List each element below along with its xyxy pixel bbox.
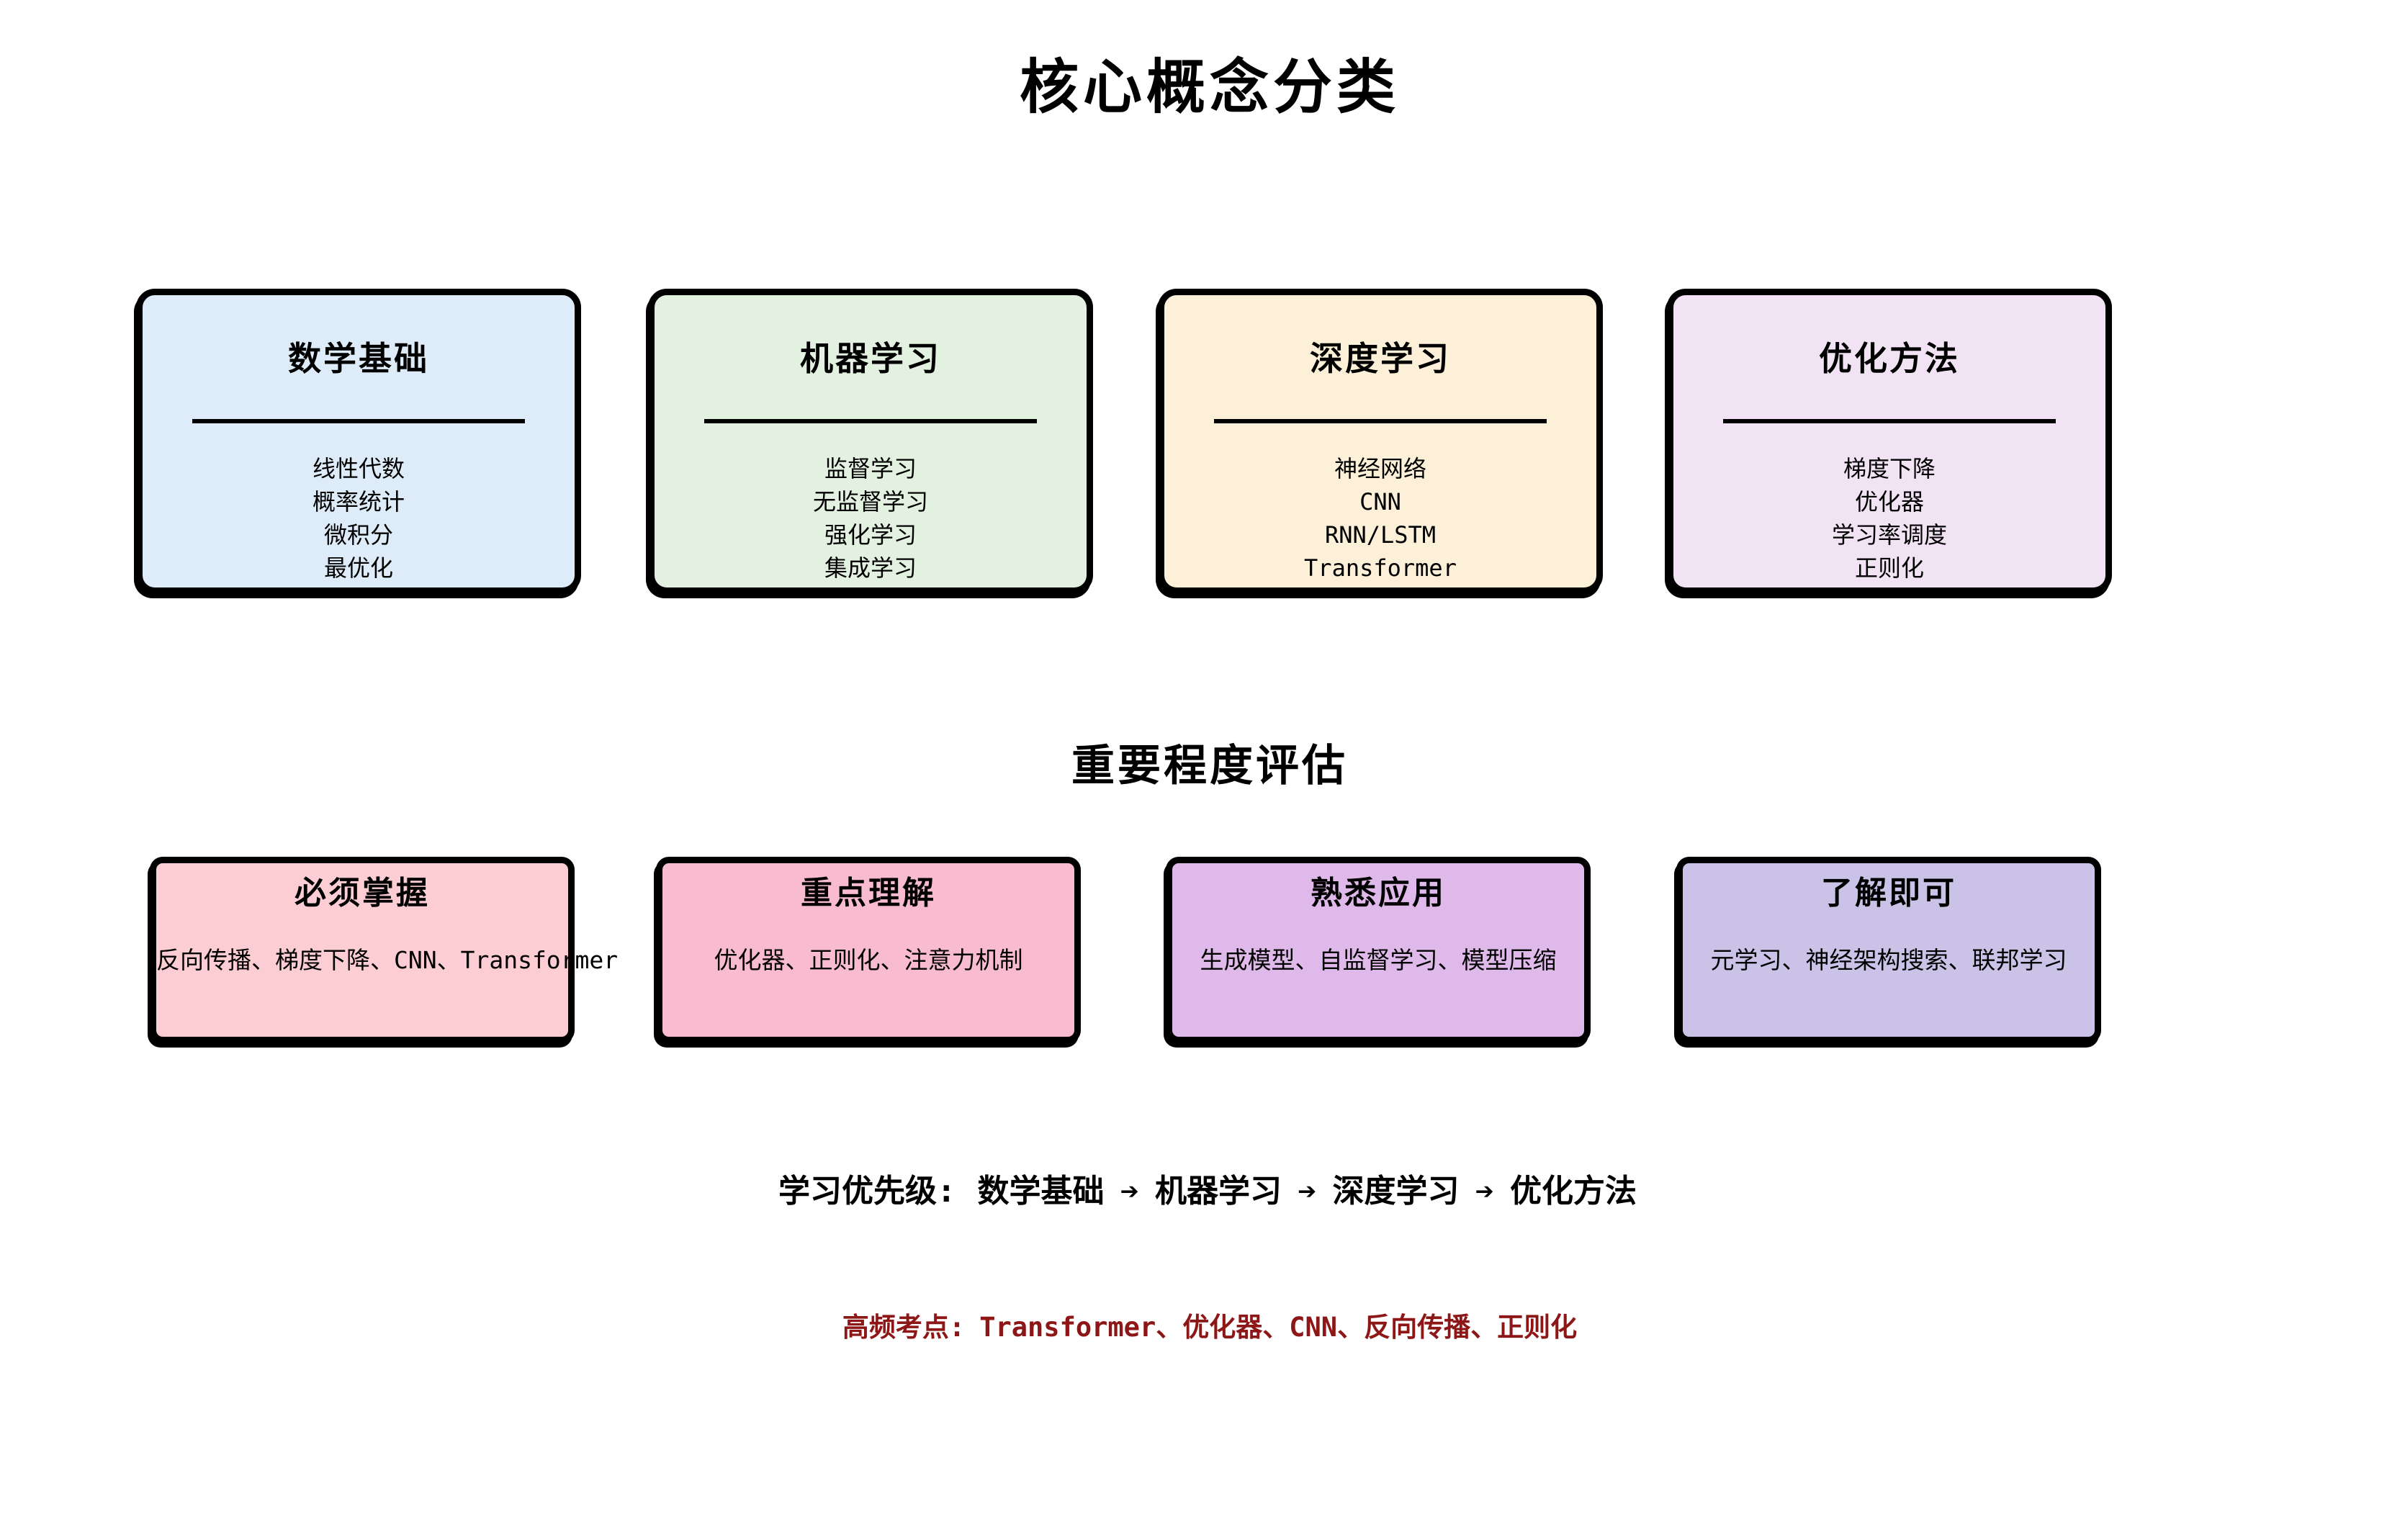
box-item: 强化学习 (824, 521, 917, 549)
box-title: 重点理解 (801, 875, 936, 911)
category-box-machine-learning: 机器学习 监督学习 无监督学习 强化学习 集成学习 (648, 289, 1093, 594)
box-title: 优化方法 (1819, 339, 1960, 378)
priority-label: 学习优先级: (778, 1173, 956, 1210)
box-item-list: 监督学习 无监督学习 强化学习 集成学习 (655, 452, 1087, 585)
priority-step: 机器学习 (1155, 1173, 1282, 1210)
category-box-deep-learning: 深度学习 神经网络 CNN RNN/LSTM Transformer (1158, 289, 1603, 594)
priority-step: 优化方法 (1510, 1173, 1637, 1210)
box-item: 概率统计 (312, 488, 405, 515)
box-content: 优化器、正则化、注意力机制 (714, 946, 1023, 974)
right-arrow-icon: ➔ (1120, 1173, 1140, 1210)
box-item: 集成学习 (824, 554, 917, 582)
box-item: 神经网络 (1334, 455, 1426, 482)
hot-topics-label: 高频考点: (842, 1312, 966, 1343)
priority-step: 深度学习 (1332, 1173, 1460, 1210)
learning-priority-line: 学习优先级: 数学基础 ➔ 机器学习 ➔ 深度学习 ➔ 优化方法 (32, 1170, 2387, 1213)
box-item: 线性代数 (312, 455, 405, 482)
box-item: 最优化 (323, 554, 393, 582)
category-box-optimization-methods: 优化方法 梯度下降 优化器 学习率调度 正则化 (1667, 289, 2112, 594)
box-item: 正则化 (1854, 554, 1924, 582)
box-content: 元学习、神经架构搜索、联邦学习 (1710, 946, 2067, 974)
box-item: 优化器 (1854, 488, 1924, 515)
box-content: 反向传播、梯度下降、CNN、Transformer (156, 946, 619, 974)
section-title-importance: 重要程度评估 (1071, 741, 1348, 791)
right-arrow-icon: ➔ (1298, 1173, 1317, 1210)
box-item: 监督学习 (824, 455, 917, 482)
box-item: 无监督学习 (812, 488, 928, 515)
box-title: 深度学习 (1310, 339, 1451, 378)
importance-box-must-master: 必须掌握 反向传播、梯度下降、CNN、Transformer (150, 857, 619, 1043)
hot-topics-content: Transformer、优化器、CNN、反向传播、正则化 (979, 1312, 1578, 1343)
box-item-list: 线性代数 概率统计 微积分 最优化 (143, 452, 575, 585)
importance-box-key-understanding: 重点理解 优化器、正则化、注意力机制 (656, 857, 1081, 1043)
box-title: 机器学习 (800, 339, 941, 378)
box-item: Transformer (1304, 554, 1457, 582)
box-divider (704, 419, 1037, 423)
box-content: 生成模型、自监督学习、模型压缩 (1200, 946, 1557, 974)
box-divider (1214, 419, 1547, 423)
importance-box-awareness-only: 了解即可 元学习、神经架构搜索、联邦学习 (1676, 857, 2101, 1043)
box-title: 必须掌握 (295, 875, 430, 911)
box-title: 熟悉应用 (1311, 875, 1446, 911)
box-item: RNN/LSTM (1324, 521, 1437, 549)
box-item: CNN (1359, 488, 1401, 515)
importance-box-familiar-application: 熟悉应用 生成模型、自监督学习、模型压缩 (1166, 857, 1591, 1043)
box-title: 了解即可 (1821, 875, 1956, 911)
box-divider (192, 419, 525, 423)
hot-topics-line: 高频考点: Transformer、优化器、CNN、反向传播、正则化 (32, 1310, 2387, 1346)
box-title: 数学基础 (288, 339, 429, 378)
box-item: 梯度下降 (1843, 455, 1936, 482)
category-box-math-foundation: 数学基础 线性代数 概率统计 微积分 最优化 (136, 289, 581, 594)
right-arrow-icon: ➔ (1475, 1173, 1495, 1210)
priority-step: 数学基础 (977, 1173, 1105, 1210)
box-item: 微积分 (323, 521, 393, 549)
box-item-list: 神经网络 CNN RNN/LSTM Transformer (1164, 452, 1596, 585)
box-divider (1723, 419, 2056, 423)
box-item-list: 梯度下降 优化器 学习率调度 正则化 (1673, 452, 2105, 585)
page-title: 核心概念分类 (1019, 53, 1400, 122)
box-item: 学习率调度 (1831, 521, 1947, 549)
